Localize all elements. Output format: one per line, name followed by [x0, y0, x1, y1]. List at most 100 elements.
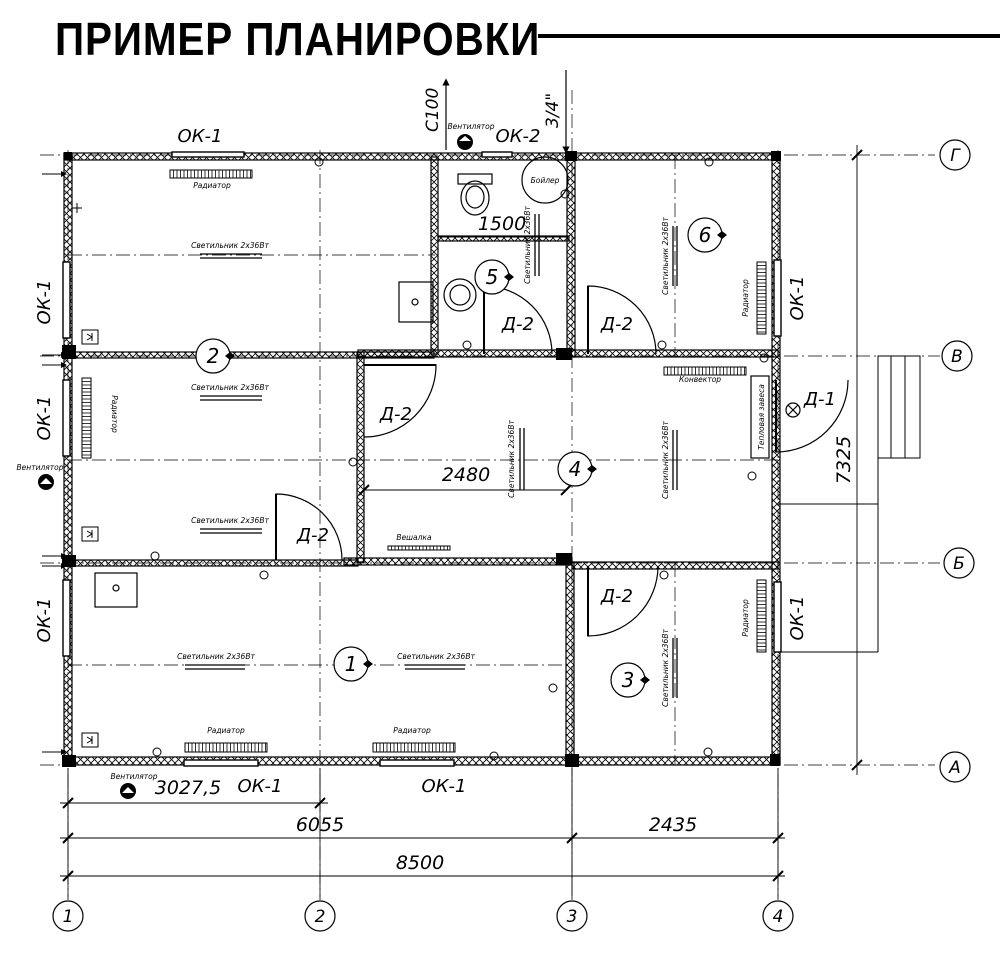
- room-number-4: 4: [569, 457, 582, 481]
- window-label: ОК-1: [238, 776, 283, 797]
- axis-bubbles: [52, 139, 975, 932]
- dim-6055: 6055: [296, 814, 344, 836]
- radiators: [81, 169, 767, 753]
- dim-7325: 7325: [833, 436, 855, 484]
- room-number-2: 2: [207, 344, 220, 368]
- room-number-1: 1: [345, 652, 358, 676]
- radiator-bar: [387, 545, 451, 551]
- window-label: ОК-1: [178, 126, 223, 147]
- lamp-label: Светильник 2х36Вт: [191, 383, 269, 392]
- radiator-label: Радиатор: [193, 181, 231, 190]
- window-label: ОК-1: [34, 280, 55, 325]
- radiator-bar: [184, 742, 268, 753]
- fan-icon: [457, 134, 473, 150]
- lamp-label: Светильник 2х36Вт: [523, 206, 532, 284]
- convector-label: Конвектор: [679, 375, 721, 384]
- fan-label: Вентилятор: [448, 122, 495, 131]
- porch: [778, 355, 921, 653]
- axis-label-g: Г: [950, 146, 961, 166]
- page-title: ПРИМЕР ПЛАНИРОВКИ: [55, 13, 541, 65]
- dim-1500: 1500: [478, 213, 526, 235]
- axis-label-b: Б: [953, 554, 965, 574]
- axis-label-1: 1: [63, 907, 74, 927]
- window-label: ОК-2: [496, 126, 541, 147]
- radiator-bar: [169, 169, 253, 179]
- axis-label-4: 4: [773, 907, 784, 927]
- door-label: Д-2: [600, 586, 633, 607]
- lamp-label: Светильник 2х36Вт: [661, 421, 670, 499]
- dim-8500: 8500: [396, 852, 444, 874]
- plumbing: [94, 156, 801, 608]
- lamp-label: Светильник 2х36Вт: [661, 629, 670, 707]
- door-label: Д-1: [803, 389, 836, 410]
- window-label: ОК-1: [422, 776, 467, 797]
- window-label: ОК-1: [34, 598, 55, 643]
- dim-2480: 2480: [442, 464, 490, 486]
- lamp-label: Светильник 2х36Вт: [191, 516, 269, 525]
- cable-entries: [42, 171, 67, 755]
- radiator-bar: [756, 579, 767, 653]
- radiator-label: Радиатор: [110, 395, 119, 433]
- axis-bubble-g: [939, 139, 971, 171]
- room-markers: [195, 217, 723, 698]
- door-label: Д-2: [600, 314, 633, 335]
- dimension-ticks: [62, 149, 863, 882]
- door-swings: [275, 285, 849, 637]
- axis-grid: [40, 90, 940, 897]
- radiator-bar: [372, 742, 456, 753]
- radiator-bar: [81, 377, 92, 459]
- boiler-label: Бойлер: [531, 176, 560, 185]
- hanger-label: Вешалка: [396, 533, 432, 542]
- axis-label-2: 2: [315, 907, 326, 927]
- dimension-lines: [60, 145, 858, 885]
- pipes: [442, 70, 570, 154]
- lamps: [185, 214, 678, 698]
- wall-fittings: [72, 157, 769, 761]
- room-number-5: 5: [486, 265, 499, 289]
- axis-bubble-a: [939, 751, 971, 783]
- window-label: ОК-1: [787, 596, 808, 641]
- axis-label-a: А: [948, 758, 961, 778]
- lamp-label: Светильник 2х36Вт: [507, 420, 516, 498]
- radiator-bar: [663, 366, 747, 376]
- window-label: ОК-1: [34, 396, 55, 441]
- lamp-label: Светильник 2х36Вт: [191, 241, 269, 250]
- radiator-label: Радиатор: [741, 599, 750, 637]
- lamp-label: Светильник 2х36Вт: [397, 652, 475, 661]
- room-number-3: 3: [622, 668, 635, 692]
- axis-bubble-b: [943, 547, 975, 579]
- pipe-label-c100: С100: [423, 88, 443, 132]
- room-number-6: 6: [699, 223, 712, 247]
- windows: [62, 151, 782, 767]
- fan-label: Вентилятор: [17, 463, 64, 472]
- dim-3027: 3027,5: [155, 777, 221, 799]
- sockets: [81, 329, 99, 748]
- pipe-label-34: 3/4": [543, 93, 563, 128]
- lamp-label: Светильник 2х36Вт: [661, 217, 670, 295]
- axis-bubble-2: [304, 900, 336, 932]
- room-marker-dots: [225, 231, 727, 684]
- door-label: Д-2: [296, 525, 329, 546]
- radiator-label: Радиатор: [207, 726, 245, 735]
- axis-label-v: В: [951, 347, 963, 367]
- axis-label-3: 3: [567, 907, 578, 927]
- radiator-bar: [756, 261, 767, 335]
- door-label: Д-2: [501, 314, 534, 335]
- axis-bubble-3: [556, 900, 588, 932]
- door-label: Д-2: [379, 404, 412, 425]
- door-leaves: [275, 286, 777, 636]
- radiator-label: Радиатор: [741, 279, 750, 317]
- axis-leaders: [67, 810, 779, 900]
- fan-label: Вентилятор: [111, 772, 158, 781]
- window-label: ОК-1: [787, 276, 808, 321]
- title-rule: [538, 34, 1000, 38]
- axis-bubble-v: [941, 340, 973, 372]
- fan-icons: [38, 134, 473, 799]
- radiator-label: Радиатор: [393, 726, 431, 735]
- lamp-label: Светильник 2х36Вт: [177, 652, 255, 661]
- axis-bubble-1: [52, 900, 84, 932]
- dim-2435: 2435: [649, 814, 697, 836]
- axis-bubble-4: [762, 900, 794, 932]
